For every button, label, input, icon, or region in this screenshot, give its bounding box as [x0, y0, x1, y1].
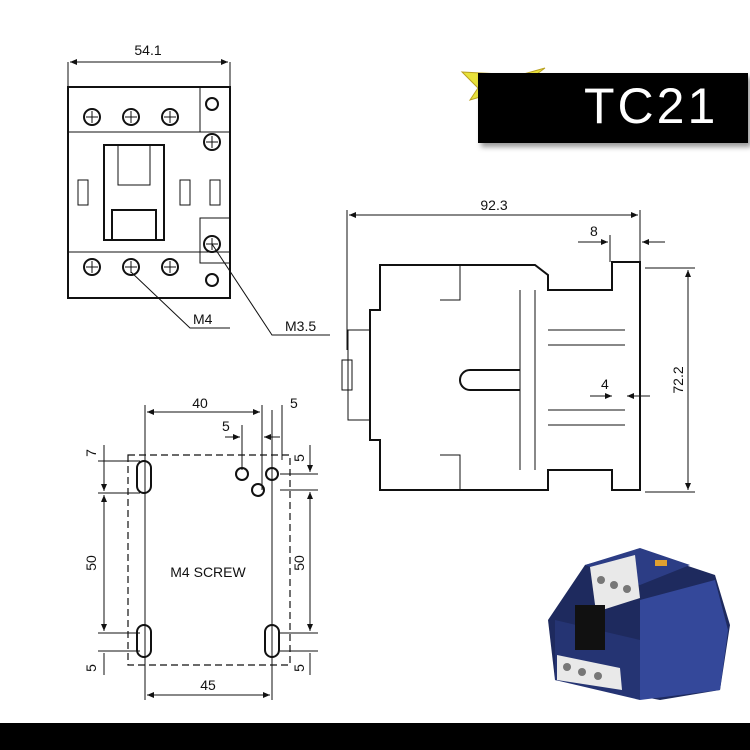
screw-label-m3-5: M3.5 — [285, 318, 316, 334]
mount-hole-spacing: 5 — [222, 418, 230, 434]
side-slot-label: 4 — [601, 376, 609, 392]
model-name: TC21 — [584, 78, 719, 134]
mount-left-bottom: 5 — [83, 664, 99, 672]
mount-screw-note: M4 SCREW — [170, 564, 246, 580]
side-tab-label: 8 — [590, 223, 598, 239]
mount-bottom-width: 45 — [200, 677, 216, 693]
front-width-label: 54.1 — [134, 42, 161, 58]
mount-right-bottom: 5 — [291, 664, 307, 672]
product-photo — [548, 548, 730, 700]
bottom-screws — [83, 235, 221, 287]
top-screws — [83, 97, 221, 151]
mount-right-top: 5 — [291, 454, 307, 462]
model-banner: TC21 — [478, 73, 748, 143]
side-view: 92.3 8 72.2 4 — [341, 197, 695, 493]
mount-top-offset: 5 — [290, 395, 298, 411]
mount-left-top: 7 — [83, 449, 99, 457]
screw-label-m4: M4 — [193, 311, 213, 327]
front-view: 54.1 M4 M3.5 — [67, 42, 330, 336]
mount-top-width: 40 — [192, 395, 208, 411]
mount-right-mid: 50 — [291, 555, 307, 571]
footer-bar — [0, 723, 750, 750]
mounting-plan: 40 5 5 7 50 5 5 50 5 45 M4 SCREW — [83, 395, 318, 700]
side-height-label: 72.2 — [670, 366, 686, 393]
side-depth-label: 92.3 — [480, 197, 507, 213]
mount-left-mid: 50 — [83, 555, 99, 571]
